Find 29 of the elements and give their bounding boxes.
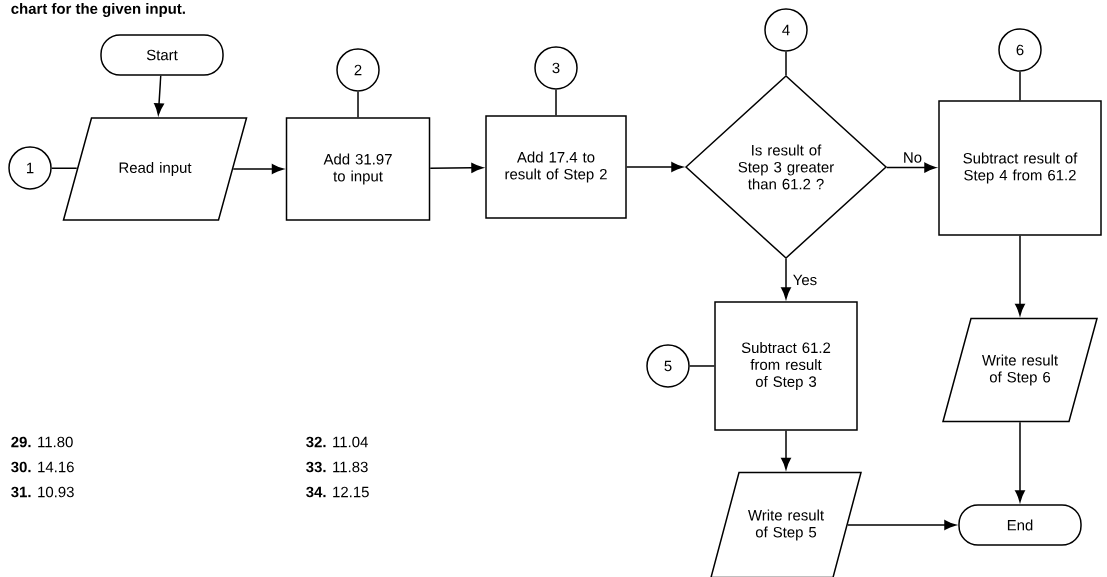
process-box: Subtract result of Step 4 from 61.2 [938, 100, 1102, 236]
answer-item: 31. 10.93 [11, 486, 74, 498]
answer-item: 30. 14.16 [11, 461, 74, 473]
process-box: Add 17.4 to result of Step 2 [485, 115, 627, 219]
arrow [154, 75, 164, 116]
connector-line [689, 365, 715, 367]
answer-item: 33. 11.83 [306, 461, 368, 473]
arrow [886, 162, 937, 173]
connector-line [51, 167, 78, 170]
process-box: Subtract 61.2 from result of Step 3 [714, 301, 858, 431]
connector-line [785, 51, 787, 76]
arrow [781, 430, 791, 470]
heading: chart for the given input. [11, 3, 185, 17]
connector-line [357, 91, 359, 118]
arrow [626, 162, 684, 172]
arrow [1015, 235, 1025, 316]
connector-line [555, 89, 557, 116]
process-box: Add 31.97 to input [285, 117, 431, 221]
edge-label: Yes [791, 273, 819, 287]
arrow [429, 162, 484, 173]
arrow [781, 258, 791, 300]
edge-label: No [901, 151, 924, 164]
connector-line [1019, 71, 1021, 101]
answer-item: 34. 12.15 [306, 486, 369, 498]
arrow [232, 164, 284, 174]
arrow [847, 520, 957, 530]
answer-item: 29. 11.80 [11, 436, 73, 448]
arrow [1015, 421, 1025, 503]
answer-item: 32. 11.04 [306, 436, 368, 448]
